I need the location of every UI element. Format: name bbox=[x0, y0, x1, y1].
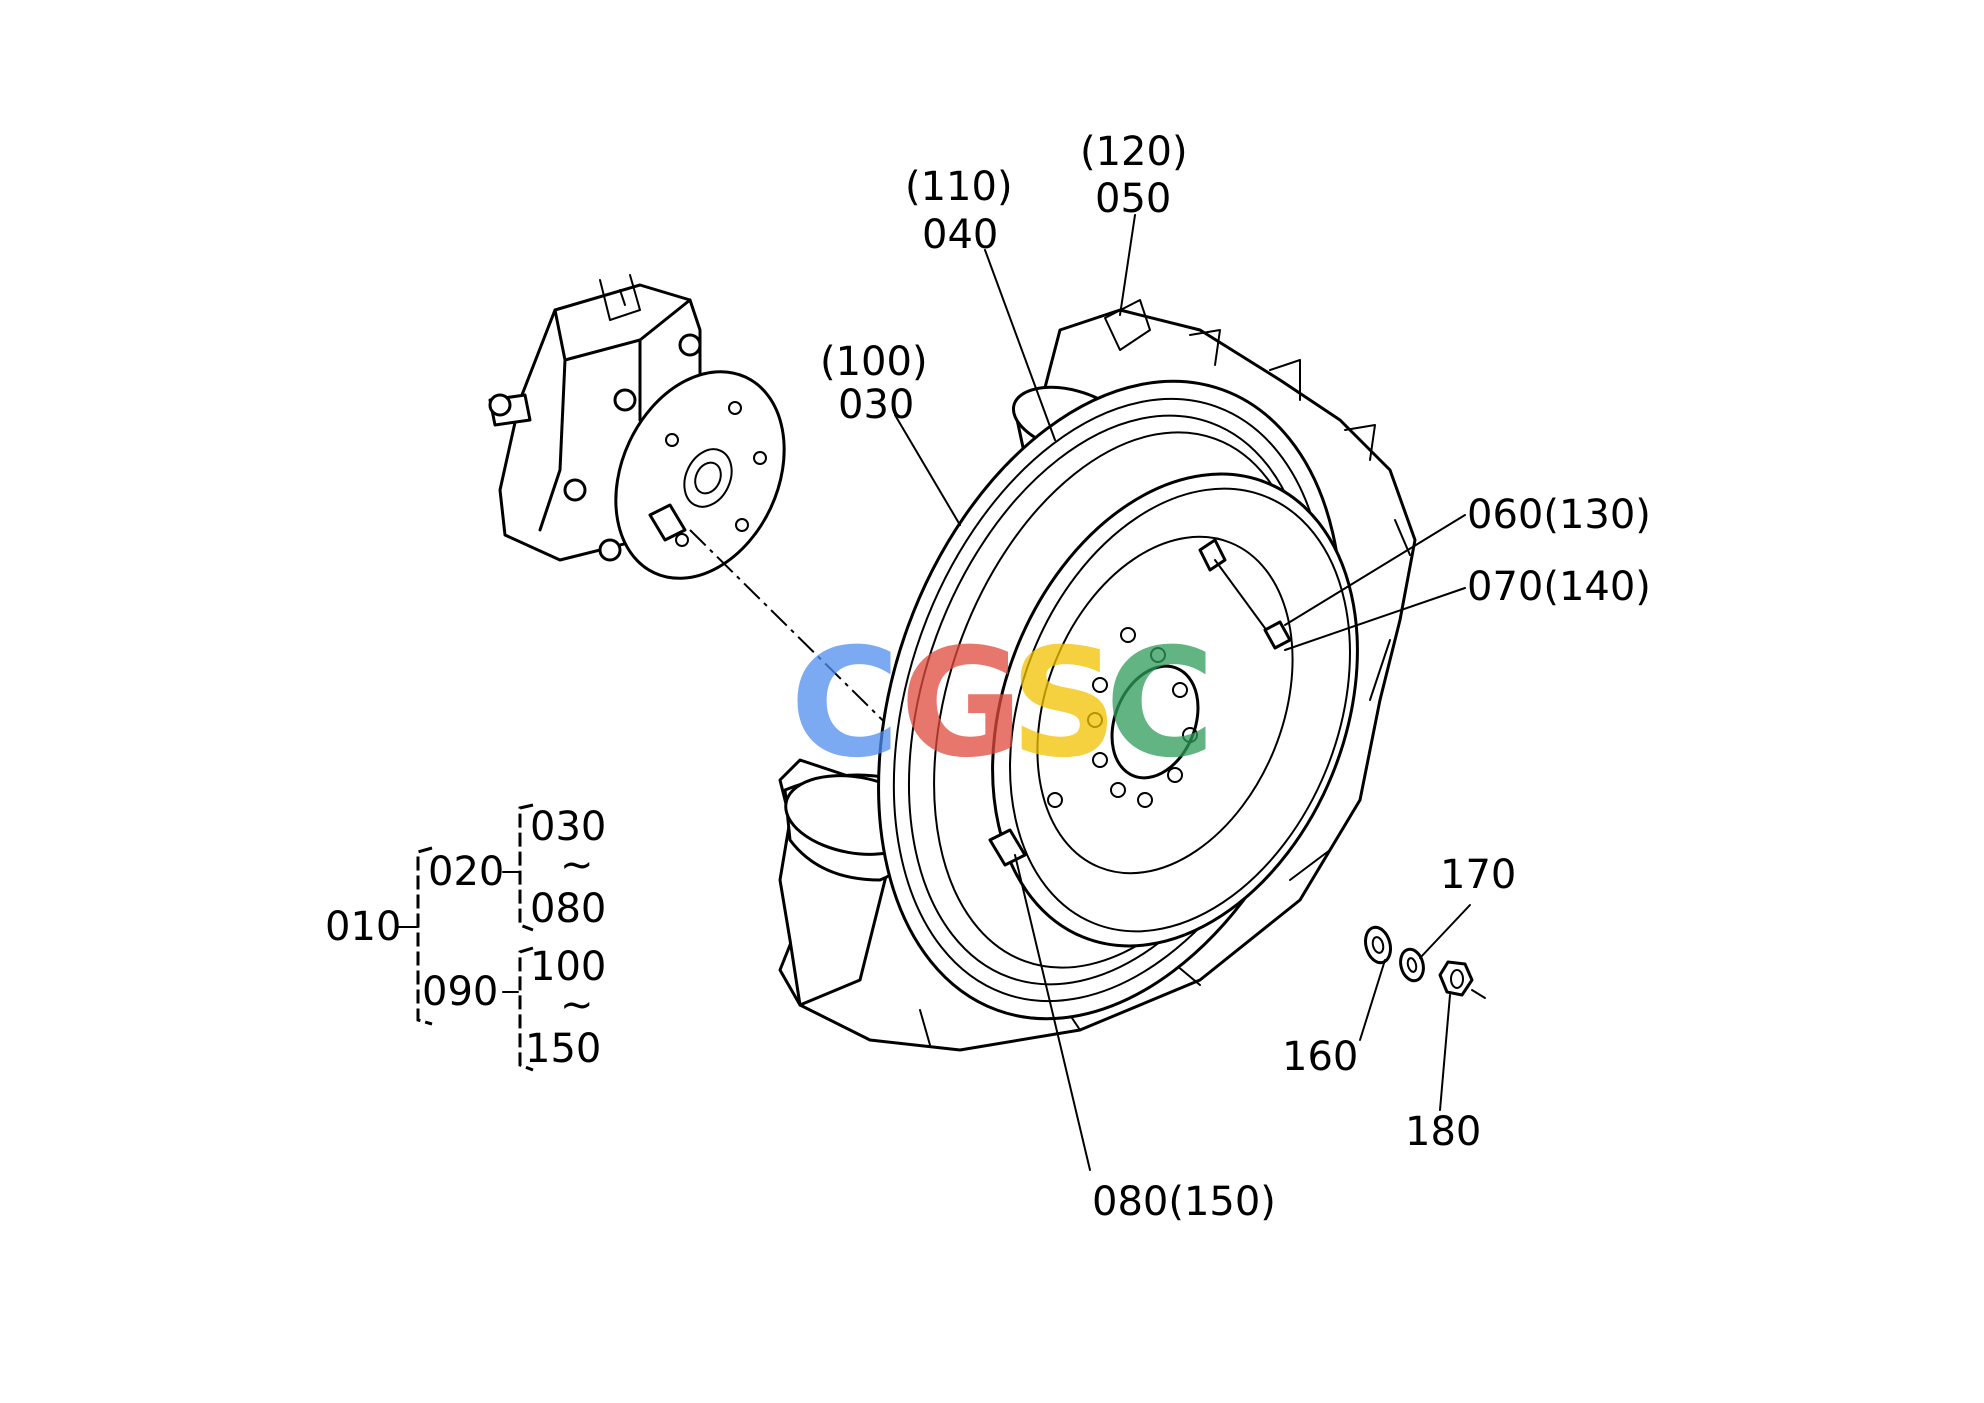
callout-050: 050 bbox=[1095, 176, 1171, 222]
callout-170: 170 bbox=[1440, 852, 1516, 898]
tree-020-from: 030 bbox=[530, 804, 606, 850]
wheel-disc-drawing bbox=[988, 472, 1359, 948]
tree-root-010: 010 bbox=[325, 904, 401, 950]
callout-100: (100) bbox=[820, 339, 928, 385]
callout-060: 060(130) bbox=[1467, 492, 1651, 538]
watermark-letter-4: C bbox=[1105, 617, 1215, 791]
leader-lines bbox=[894, 214, 1471, 1171]
callout-080: 080(150) bbox=[1092, 1179, 1276, 1225]
tree-020-range: ~ bbox=[560, 842, 594, 888]
watermark-letter-2: G bbox=[900, 617, 1023, 791]
parts-tree: 010 020 030 ~ 080 090 100 ~ 150 bbox=[325, 803, 606, 1072]
callout-120: (120) bbox=[1080, 129, 1188, 175]
gearbox-hub-drawing bbox=[488, 274, 786, 580]
tree-090-range: ~ bbox=[560, 982, 594, 1028]
watermark-letter-1: C bbox=[790, 617, 900, 791]
callout-160: 160 bbox=[1282, 1034, 1358, 1080]
tree-090-to: 150 bbox=[525, 1026, 601, 1072]
callout-180: 180 bbox=[1405, 1109, 1481, 1155]
callout-070: 070(140) bbox=[1467, 564, 1651, 610]
tree-090-from: 100 bbox=[530, 944, 606, 990]
lock-washer-drawing bbox=[1399, 947, 1425, 983]
washer-drawing bbox=[1364, 925, 1392, 965]
cgsc-watermark: C G S C bbox=[790, 617, 1215, 791]
callout-110: (110) bbox=[905, 164, 1013, 210]
callout-040: 040 bbox=[922, 212, 998, 258]
nut-drawing bbox=[1438, 960, 1486, 999]
watermark-letter-3: S bbox=[1010, 617, 1118, 791]
tree-group-020: 020 bbox=[428, 849, 504, 895]
tree-020-to: 080 bbox=[530, 886, 606, 932]
callout-030: 030 bbox=[838, 382, 914, 428]
tree-group-090: 090 bbox=[422, 969, 498, 1015]
